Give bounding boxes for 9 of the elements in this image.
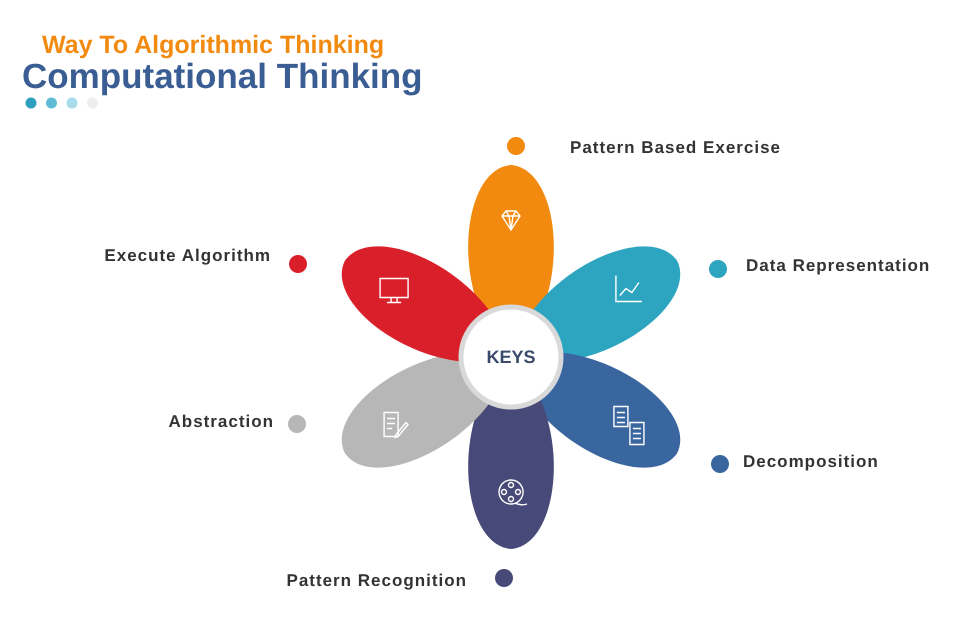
title: Computational Thinking — [22, 57, 423, 97]
petal-label: Pattern Based Exercise — [570, 138, 781, 157]
petal-label: Data Representation — [746, 256, 930, 275]
center-label: KEYS — [486, 347, 536, 367]
subtitle: Way To Algorithmic Thinking — [42, 31, 384, 60]
petal-label: Abstraction — [168, 412, 274, 431]
petal-label: Pattern Recognition — [286, 571, 467, 590]
petal-label: Decomposition — [743, 452, 879, 471]
petal-label: Execute Algorithm — [104, 246, 271, 265]
